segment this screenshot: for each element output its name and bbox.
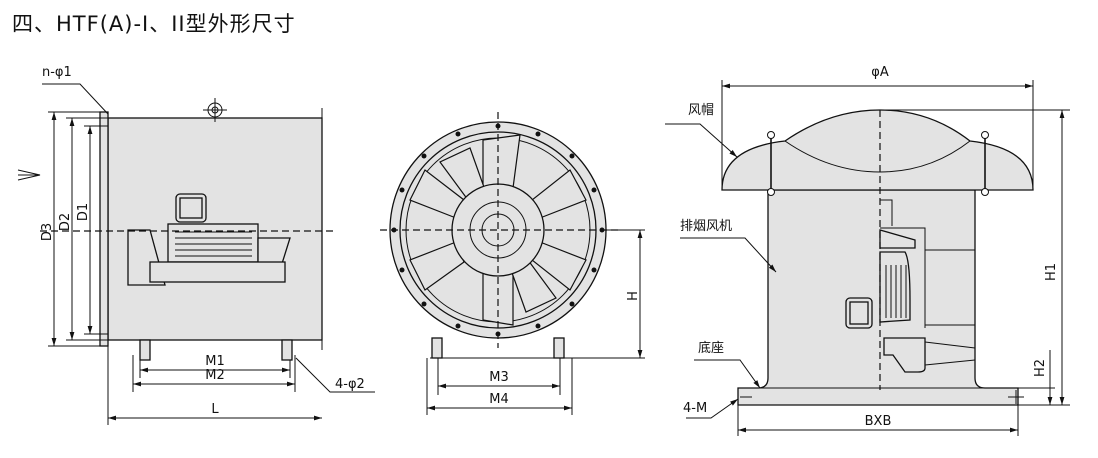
motor-section [845,199,976,373]
label-M1: M1 [205,354,225,369]
drawing-stroke [553,337,565,359]
drawing-stroke [767,188,775,196]
drawing-stroke [295,357,375,393]
center-mark-icon [203,98,227,122]
drawing-stroke [767,131,989,196]
label-H1: H1 [1044,263,1059,281]
drawing-stroke [591,187,597,193]
drawing-stroke [924,341,976,366]
drawing-stroke [421,301,427,307]
drawing-stroke [399,187,405,193]
drawing-stroke [569,301,575,307]
drawing-stroke [767,131,775,139]
label-BxB: BXB [865,414,892,429]
drawing-stroke [431,337,443,359]
label-L: L [211,402,219,417]
front-view: H M3 M4 [380,112,645,415]
rain-cap [721,109,1034,191]
drawing-stroke [535,323,541,329]
side-view: n-φ1 D3 D2 D1 M1 M2 L 4-φ2 [17,65,375,425]
label-base-holes-M: 4-M [683,401,707,416]
drawing-stroke [879,251,911,323]
label-D2: D2 [58,213,73,231]
label-base-holes: 4-φ2 [335,377,365,392]
impeller-blades [409,134,587,326]
label-smoke-fan: 排烟风机 [680,219,732,234]
drawing-stroke [665,123,738,158]
drawing-stroke [399,267,405,273]
drawing-stroke [981,131,989,139]
label-D1: D1 [76,203,91,221]
drawing-stroke [535,131,541,137]
drawing-stroke [591,267,597,273]
label-M4: M4 [489,392,509,407]
drawing-stroke [421,153,427,159]
label-phiA: φA [871,65,889,80]
drawing-stroke [482,134,521,189]
drawing-stroke [680,237,777,273]
drawing-stroke [179,197,203,219]
label-H2: H2 [1033,359,1048,377]
label-D3: D3 [40,223,55,241]
drawing-stroke [175,231,252,257]
label-M3: M3 [489,370,509,385]
label-base: 底座 [698,340,724,356]
drawing-stroke [281,339,293,361]
drawing-stroke [849,301,869,325]
drawing-stroke [686,398,739,419]
label-H: H [626,291,641,301]
drawing-stroke [451,183,545,277]
label-rain-cap: 风帽 [688,102,714,118]
drawing-stroke [42,83,109,115]
drawing-stroke [149,261,286,283]
drawing-stroke [694,359,761,389]
inlet-flange [99,111,109,347]
drawing-stroke [880,199,975,328]
page-title: 四、HTF(A)-I、II型外形尺寸 [12,12,296,36]
drawing-stroke [885,265,907,318]
drawing-stroke [883,337,926,373]
label-flange-holes: n-φ1 [42,65,72,80]
motor [127,193,291,286]
fan-body [737,189,1019,406]
drawing-stroke [569,153,575,159]
roof-fan-view: φA H1 H2 BXB 风帽 排烟风机 底座 4-M [665,65,1070,436]
drawing-stroke [455,131,461,137]
airflow-arrow-icon [17,169,41,181]
drawing-stroke [981,188,989,196]
drawing-stroke [455,323,461,329]
drawing-stroke [139,339,151,361]
label-M2: M2 [205,368,225,383]
